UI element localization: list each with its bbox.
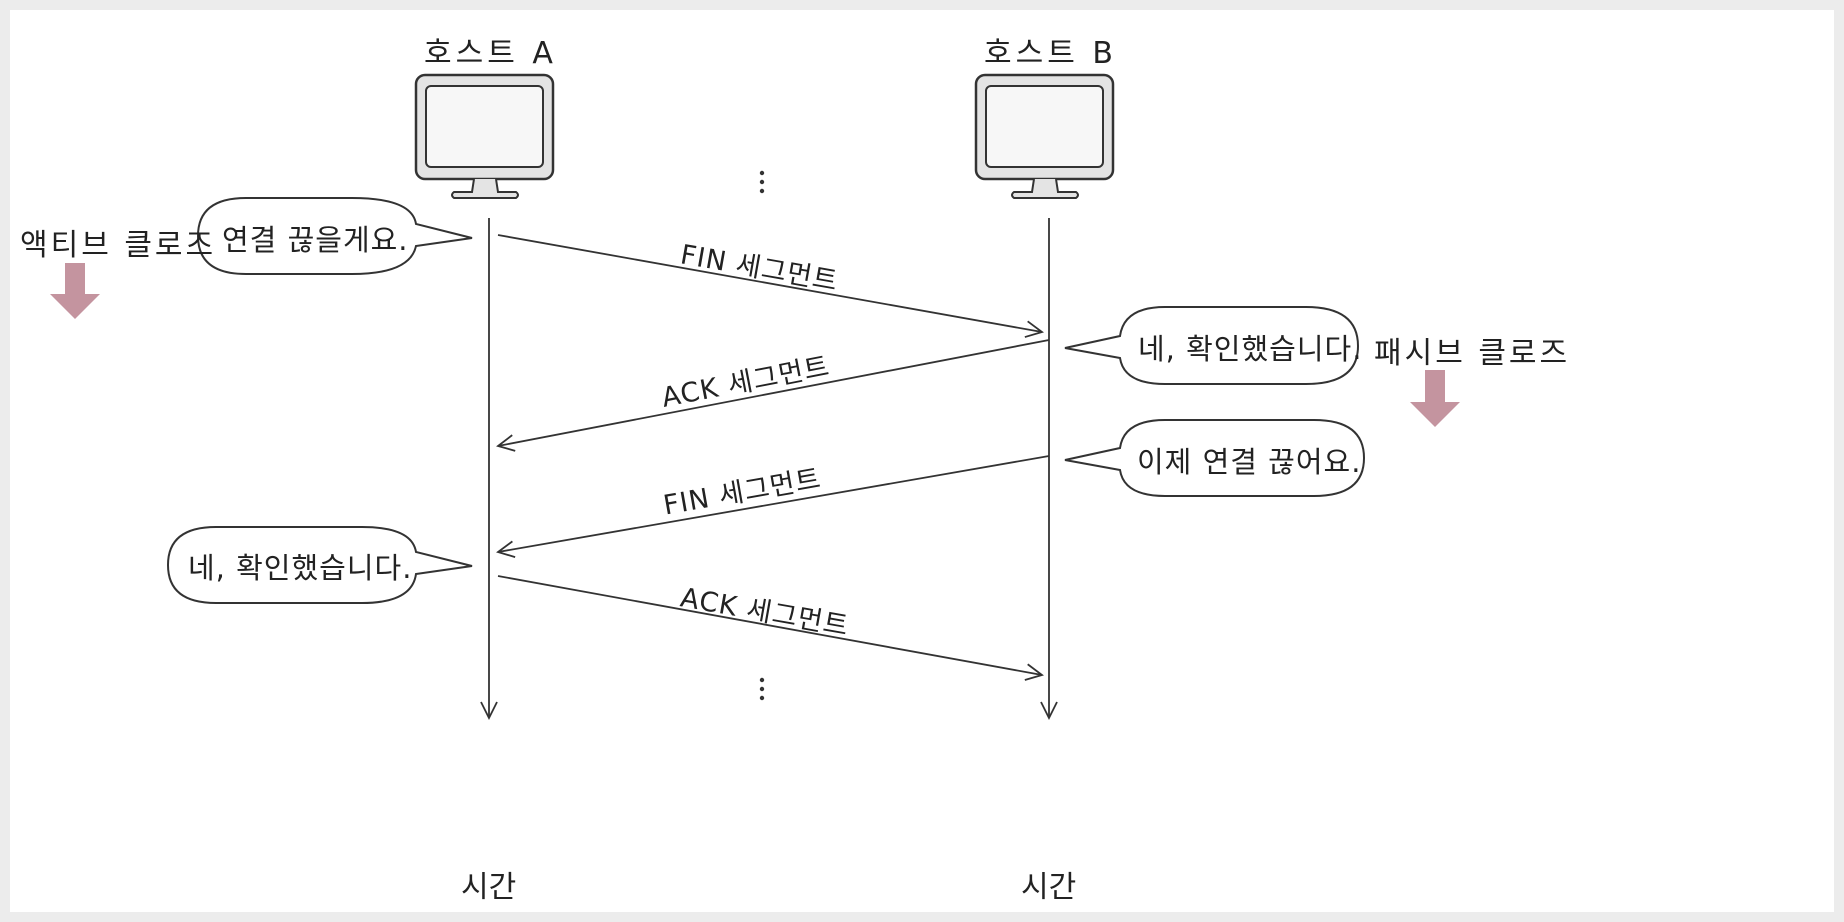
monitor-a-icon (414, 73, 555, 199)
bubble-b-ack-text: 네, 확인했습니다. (1138, 332, 1363, 366)
time-label-b: 시간 (1021, 870, 1077, 905)
diagram-canvas (50, 73, 1460, 912)
bubble-a-ack-text: 네, 확인했습니다. (188, 551, 413, 585)
diagram-frame: 호스트 A 호스트 B 시간 시간 액티브 클로즈 패시브 클로즈 연결 끊을게… (10, 10, 1834, 912)
active-close-label: 액티브 클로즈 (20, 228, 217, 263)
ellipsis-top-icon (759, 170, 765, 194)
monitor-b-icon (974, 73, 1115, 199)
passive-close-down-arrow-icon (1410, 370, 1460, 427)
ack2-arrow (497, 575, 1042, 675)
active-close-down-arrow-icon (50, 263, 100, 319)
bubble-a-ack-shape (166, 526, 473, 604)
bubble-a-close-text: 연결 끊을게요. (222, 223, 409, 257)
passive-close-label: 패시브 클로즈 (1374, 336, 1571, 371)
bubble-b-close-text: 이제 연결 끊어요. (1137, 445, 1362, 479)
bubble-b-ack-shape (1064, 306, 1360, 385)
ellipsis-bottom-icon (759, 677, 765, 701)
time-label-a: 시간 (461, 870, 517, 905)
host-b-label: 호스트 B (984, 36, 1117, 71)
fin1-arrow (497, 234, 1042, 332)
bubble-b-close-shape (1064, 419, 1366, 497)
ack1-arrow (498, 339, 1050, 446)
host-a-label: 호스트 A (424, 36, 557, 71)
bubble-a-close-shape (196, 197, 473, 275)
fin2-arrow (498, 455, 1050, 552)
